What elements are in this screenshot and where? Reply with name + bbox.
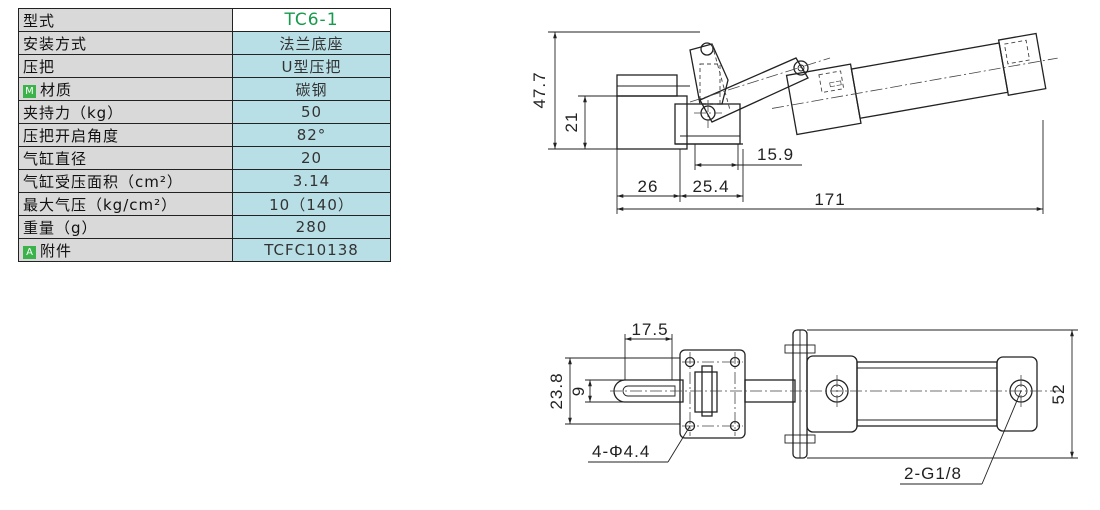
- table-row: 安装方式 法兰底座: [18, 31, 391, 55]
- dim-mid: 25.4: [692, 177, 729, 196]
- row-label-text: 附件: [40, 241, 73, 260]
- row-label: 夹持力（kg）: [18, 100, 233, 124]
- label-mounting-holes: 4-Φ4.4: [592, 442, 650, 461]
- dim-slot-width: 9: [569, 386, 588, 396]
- row-label: 重量（g）: [18, 215, 233, 239]
- slider: [694, 371, 718, 413]
- row-label: 压把: [18, 54, 233, 78]
- accessory-badge-icon: A: [23, 245, 36, 259]
- dim-width: 23.8: [547, 372, 566, 409]
- row-value: 280: [232, 215, 391, 239]
- dim-height: 52: [1049, 384, 1068, 405]
- material-badge-icon: M: [23, 84, 36, 98]
- table-row: 压把开启角度 82°: [18, 123, 391, 147]
- dim-left: 26: [638, 177, 659, 196]
- table-row: 气缸直径 20: [18, 146, 391, 170]
- row-label-text: 材质: [40, 80, 73, 99]
- row-value: 10（140）: [232, 192, 391, 216]
- link-arm: [699, 57, 809, 123]
- table-row: A 附件 TCFC10138: [18, 238, 391, 262]
- dim-length: 171: [814, 190, 845, 209]
- row-value: 法兰底座: [232, 31, 391, 55]
- cylinder-body: [856, 361, 998, 427]
- side-view: ⊏⊐ 47.7 21 15.9 26 25.4 171: [530, 31, 1058, 214]
- row-label: 最大气压（kg/cm²）: [18, 192, 233, 216]
- table-row: 型式 TC6-1: [18, 8, 391, 32]
- dim-height-total: 47.7: [530, 71, 549, 108]
- svg-text:⊏⊐: ⊏⊐: [828, 78, 843, 89]
- row-label: 压把开启角度: [18, 123, 233, 147]
- row-value: TCFC10138: [232, 238, 391, 262]
- model-label: 型式: [18, 8, 233, 32]
- cylinder-end-cap: [996, 356, 1038, 432]
- row-label: 安装方式: [18, 31, 233, 55]
- row-value: 碳钢: [232, 77, 391, 101]
- clamp-arm: [689, 43, 729, 105]
- dim-height-base: 21: [562, 112, 581, 133]
- row-label-accessory: A 附件: [18, 238, 233, 262]
- table-row: 最大气压（kg/cm²） 10（140）: [18, 192, 391, 216]
- row-value: 50: [232, 100, 391, 124]
- row-label-material: M 材质: [18, 77, 233, 101]
- air-cylinder: ⊏⊐: [771, 32, 1058, 136]
- table-row: 夹持力（kg） 50: [18, 100, 391, 124]
- table-row: 重量（g） 280: [18, 215, 391, 239]
- dim-offset: 15.9: [757, 145, 794, 164]
- top-view: 17.5 23.8 9 4-Φ4.4 2-G1/8 52: [547, 320, 1078, 485]
- clamp-body: [674, 103, 741, 145]
- handle-stub: [616, 74, 678, 97]
- table-row: M 材质 碳钢: [18, 77, 391, 101]
- dim-slot: 17.5: [631, 320, 668, 339]
- label-ports: 2-G1/8: [904, 464, 962, 483]
- row-label: 气缸直径: [18, 146, 233, 170]
